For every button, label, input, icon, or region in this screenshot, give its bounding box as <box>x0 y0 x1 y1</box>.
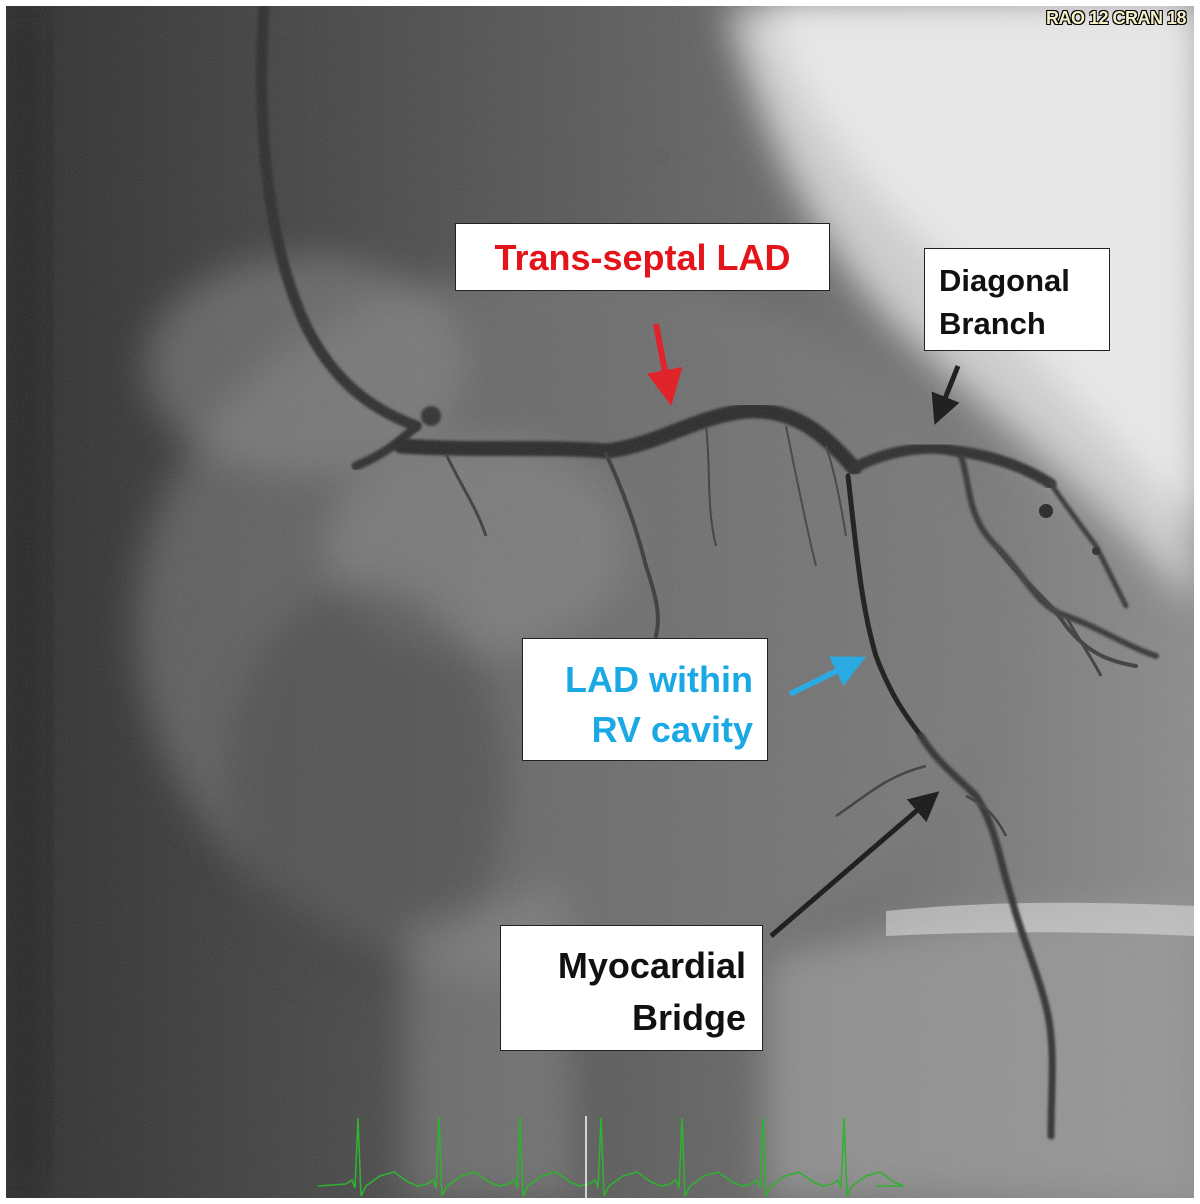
label-line: Branch <box>939 306 1046 342</box>
label-myocardial-bridge: Myocardial Bridge <box>500 925 763 1051</box>
label-line: Myocardial <box>557 945 746 986</box>
label-line: LAD within <box>565 659 753 700</box>
label-lad-within-rv-cavity: LAD within RV cavity <box>522 638 768 761</box>
label-line: Diagonal <box>939 263 1070 298</box>
label-diagonal-branch: Diagonal Branch <box>924 248 1110 351</box>
label-line: Bridge <box>631 997 746 1039</box>
label-trans-septal-lad: Trans-septal LAD <box>455 223 830 291</box>
label-line: RV cavity <box>591 709 753 751</box>
label-line: Trans-septal LAD <box>494 236 791 278</box>
angiogram-svg <box>6 6 1194 1198</box>
angiogram-image: RAO 12 CRAN 18 <box>6 6 1194 1198</box>
projection-label: RAO 12 CRAN 18 <box>1045 8 1187 28</box>
